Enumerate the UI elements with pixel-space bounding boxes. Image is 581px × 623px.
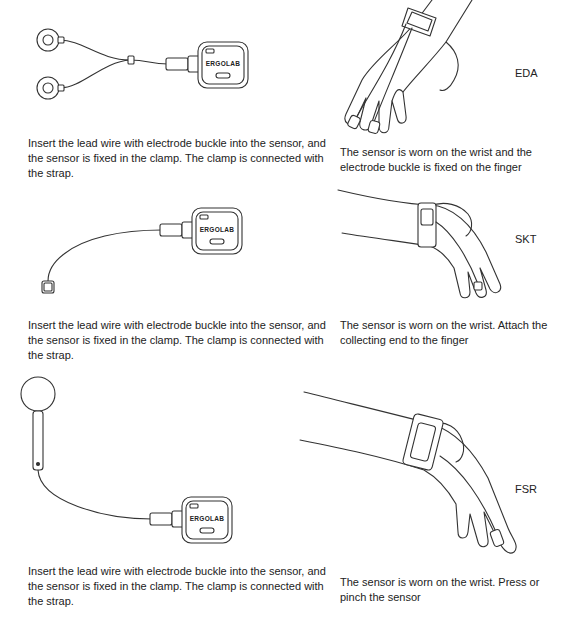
instruction-text: Insert the lead wire with electrode buck… bbox=[28, 564, 328, 609]
device-brand: ERGOLAB bbox=[198, 60, 248, 67]
eda-sensor-drawing bbox=[37, 29, 248, 99]
device-brand: ERGOLAB bbox=[192, 226, 242, 233]
skt-sensor-drawing bbox=[42, 208, 242, 293]
wearing-instruction: The sensor is worn on the wrist. Press o… bbox=[340, 575, 565, 605]
eda-hand-drawing bbox=[345, 0, 472, 134]
sensor-type-label: EDA bbox=[515, 66, 565, 81]
device-brand: ERGOLAB bbox=[182, 515, 232, 522]
fsr-sensor-drawing bbox=[21, 377, 232, 543]
sensor-type-label: SKT bbox=[515, 232, 565, 247]
wearing-instruction: The sensor is worn on the wrist and the … bbox=[340, 145, 565, 175]
instruction-text: Insert the lead wire with electrode buck… bbox=[28, 136, 328, 181]
instruction-text: Insert the lead wire with electrode buck… bbox=[28, 318, 328, 363]
sensor-type-label: FSR bbox=[515, 482, 565, 497]
skt-hand-drawing bbox=[338, 190, 501, 298]
wearing-instruction: The sensor is worn on the wrist. Attach … bbox=[340, 318, 565, 348]
fsr-hand-drawing bbox=[300, 392, 516, 553]
